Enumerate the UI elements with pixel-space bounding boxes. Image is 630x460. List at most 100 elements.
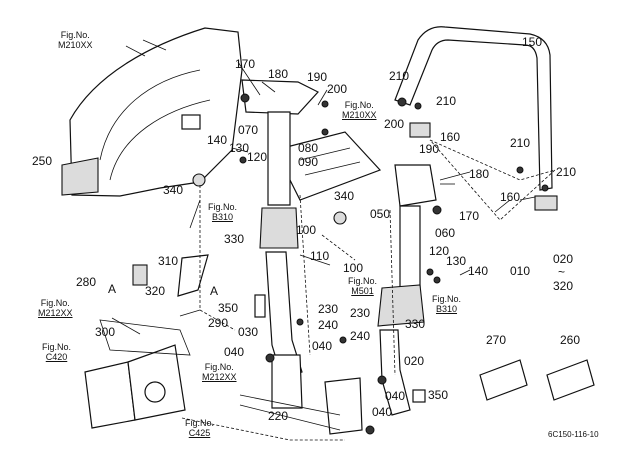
- diagram-code: 6C150-116-10: [548, 430, 599, 439]
- part-label-320: 320: [145, 284, 166, 298]
- part-label-040: 040: [224, 345, 245, 359]
- part-label-160: 160: [440, 130, 461, 144]
- part-label-330: 330: [224, 232, 245, 246]
- figure-reference: Fig.No. M501: [348, 276, 377, 296]
- mounting-plate: [274, 131, 382, 201]
- figure-reference: Fig.No. B310: [432, 294, 461, 314]
- figure-reference-number: C420: [45, 352, 68, 362]
- figure-reference-prefix: Fig.No.: [204, 362, 234, 372]
- figure-reference-prefix: Fig.No.: [185, 418, 215, 428]
- part-label-050: 050: [370, 207, 391, 221]
- cover-sheets: [479, 359, 595, 401]
- part-label-280: 280: [76, 275, 97, 289]
- figure-reference: Fig.No. M212XX: [38, 298, 73, 318]
- part-label-330: 330: [405, 317, 426, 331]
- figure-reference-number: M210XX: [58, 40, 93, 50]
- figure-reference: Fig.No. M212XX: [202, 362, 237, 382]
- part-label-210: 210: [389, 69, 410, 83]
- part-label-100: 100: [343, 261, 364, 275]
- figure-reference-prefix: Fig.No.: [42, 342, 72, 352]
- figure-reference: Fig.No. C420: [42, 342, 71, 362]
- part-label-130: 130: [446, 254, 467, 268]
- part-label-240: 240: [318, 318, 339, 332]
- part-label-030: 030: [238, 325, 259, 339]
- fasteners: [239, 93, 549, 435]
- figure-reference-prefix: Fig.No.: [208, 202, 238, 212]
- part-label-040: 040: [372, 405, 393, 419]
- part-label-200: 200: [384, 117, 405, 131]
- part-label-100: 100: [296, 223, 317, 237]
- leader-lines: [111, 39, 556, 441]
- part-label-340: 340: [163, 183, 184, 197]
- small-parts: [132, 173, 426, 403]
- part-label-060: 060: [435, 226, 456, 240]
- part-label-190: 190: [307, 70, 328, 84]
- figure-reference-prefix: Fig.No.: [60, 30, 90, 40]
- figure-reference-prefix: Fig.No.: [432, 294, 462, 304]
- transmission-housing: [84, 319, 191, 429]
- part-label-180: 180: [469, 167, 490, 181]
- figure-reference-number: B310: [211, 212, 234, 222]
- part-label-010: 010: [510, 264, 531, 278]
- right-post: [377, 164, 437, 416]
- figure-reference: Fig.No. B310: [208, 202, 237, 222]
- part-label-350: 350: [218, 301, 239, 315]
- part-label-250: 250: [32, 154, 53, 168]
- part-label-350: 350: [428, 388, 449, 402]
- part-label-170: 170: [235, 57, 256, 71]
- figure-reference-prefix: Fig.No.: [348, 276, 378, 286]
- part-label-070: 070: [238, 123, 259, 137]
- part-label-300: 300: [95, 325, 116, 339]
- part-label-340: 340: [334, 189, 355, 203]
- part-label-230: 230: [318, 302, 339, 316]
- figure-reference-number: M212XX: [202, 372, 237, 382]
- rops-bar: [394, 26, 558, 211]
- figure-reference-number: M212XX: [38, 308, 73, 318]
- part-label-130: 130: [229, 141, 250, 155]
- part-label-270: 270: [486, 333, 507, 347]
- part-label-140: 140: [468, 264, 489, 278]
- part-label-090: 090: [298, 155, 319, 169]
- marker-a: A: [108, 282, 117, 296]
- figure-reference: Fig.No. C425: [185, 418, 214, 438]
- part-label-290: 290: [208, 316, 229, 330]
- part-label-240: 240: [350, 329, 371, 343]
- figure-reference-number: M501: [351, 286, 374, 296]
- part-label-140: 140: [207, 133, 228, 147]
- part-label-040: 040: [312, 339, 333, 353]
- figure-reference-number: C425: [188, 428, 211, 438]
- part-label-200: 200: [327, 82, 348, 96]
- part-label-310: 310: [158, 254, 179, 268]
- marker-a: A: [210, 284, 219, 298]
- part-label-210: 210: [436, 94, 457, 108]
- fender-panel: [61, 27, 243, 197]
- part-label-040: 040: [385, 389, 406, 403]
- part-label-210: 210: [510, 136, 531, 150]
- part-label-220: 220: [268, 409, 289, 423]
- figure-reference: Fig.No. M210XX: [58, 30, 93, 50]
- part-label-120: 120: [429, 244, 450, 258]
- base-brackets: [239, 354, 363, 435]
- part-label-110: 110: [310, 249, 330, 263]
- range-end: 320: [553, 279, 574, 293]
- part-label-160: 160: [500, 190, 521, 204]
- part-label-020: 020: [404, 354, 425, 368]
- part-label-190: 190: [419, 142, 440, 156]
- part-label-180: 180: [268, 67, 289, 81]
- part-label-150: 150: [522, 35, 543, 49]
- figure-reference: Fig.No. M210XX: [342, 100, 377, 120]
- part-label-210: 210: [556, 165, 577, 179]
- figure-reference-prefix: Fig.No.: [40, 298, 70, 308]
- left-post: [241, 79, 319, 379]
- part-label-120: 120: [247, 150, 268, 164]
- figure-reference-number: M210XX: [342, 110, 377, 120]
- figure-reference-prefix: Fig.No.: [344, 100, 374, 110]
- part-label-080: 080: [298, 141, 319, 155]
- part-label-230: 230: [350, 306, 371, 320]
- range-start: 020: [553, 252, 574, 266]
- figure-reference-number: B310: [435, 304, 458, 314]
- part-label-170: 170: [459, 209, 480, 223]
- part-label-260: 260: [560, 333, 581, 347]
- range-separator: ~: [558, 265, 566, 279]
